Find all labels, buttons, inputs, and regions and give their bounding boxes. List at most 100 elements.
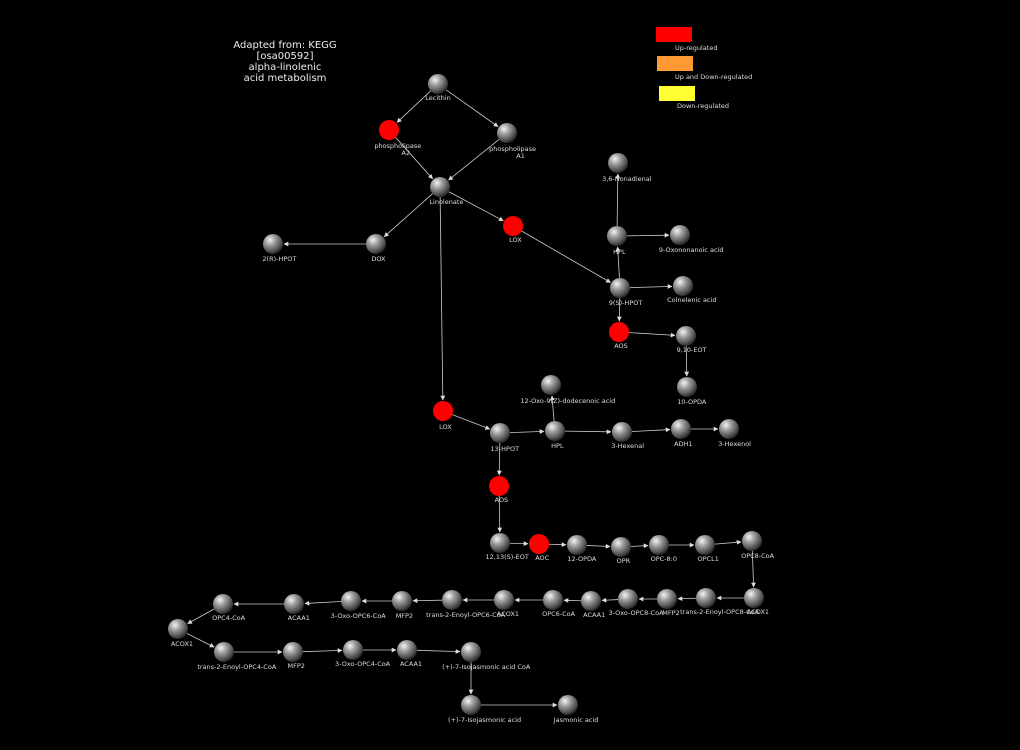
node-lecithin-circle[interactable] xyxy=(428,74,448,94)
node-lox1[interactable]: LOX xyxy=(503,216,523,244)
node-mfp2a-circle[interactable] xyxy=(657,589,677,609)
node-dox[interactable]: DOX xyxy=(366,234,386,263)
node-acaa1a-circle[interactable] xyxy=(581,591,601,611)
node-oxoopc6-circle[interactable] xyxy=(341,591,361,611)
node-oxononanoic[interactable]: 9-Oxononanoic acid xyxy=(659,225,724,254)
node-mfp2c[interactable]: MFP2 xyxy=(283,642,305,670)
node-opda10[interactable]: 10-OPDA xyxy=(677,377,707,406)
node-oxoopc4[interactable]: 3-Oxo-OPC4-CoA xyxy=(335,640,391,668)
node-opc80[interactable]: OPC-8:0 xyxy=(649,535,677,563)
node-aos1[interactable]: AOS xyxy=(609,322,629,350)
node-opc4coa-circle[interactable] xyxy=(213,594,233,614)
node-opda10-circle[interactable] xyxy=(677,377,697,397)
node-hexenol-circle[interactable] xyxy=(719,419,739,439)
node-eot910-circle[interactable] xyxy=(676,326,696,346)
node-opc80-circle[interactable] xyxy=(649,535,669,555)
node-oxoopc8-circle[interactable] xyxy=(618,589,638,609)
node-tropc8-circle[interactable] xyxy=(696,588,716,608)
node-opcl1[interactable]: OPCL1 xyxy=(695,535,719,563)
node-hpl1[interactable]: HPL xyxy=(607,226,627,256)
node-tropc6[interactable]: trans-2-Enoyl-OPC6-CoA xyxy=(426,590,506,619)
node-hpl1-circle[interactable] xyxy=(607,226,627,246)
node-hpot2r[interactable]: 2(R)-HPOT xyxy=(262,234,296,263)
node-jasmonic[interactable]: Jasmonic acid xyxy=(553,695,599,724)
node-oxoopc8[interactable]: 3-Oxo-OPC8-CoA xyxy=(608,589,664,617)
node-hpot9s-circle[interactable] xyxy=(610,278,630,298)
node-oxoopc6[interactable]: 3-Oxo-OPC6-CoA xyxy=(331,591,387,620)
node-hexenol[interactable]: 3-Hexenol xyxy=(718,419,751,448)
node-acox1c[interactable]: ACOX1 xyxy=(168,619,193,648)
node-hpot9s[interactable]: 9(S)-HPOT xyxy=(609,278,643,307)
node-lox1-circle[interactable] xyxy=(503,216,523,236)
node-hexenal-circle[interactable] xyxy=(612,422,632,442)
node-opr[interactable]: OPR xyxy=(611,537,631,565)
node-acaa1c-circle[interactable] xyxy=(397,640,417,660)
node-hpot13-circle[interactable] xyxy=(490,423,510,443)
node-tropc4-circle[interactable] xyxy=(214,642,234,662)
node-acox1b[interactable]: ACOX1 xyxy=(494,590,519,618)
node-aos1-circle[interactable] xyxy=(609,322,629,342)
node-acaa1b-circle[interactable] xyxy=(284,594,304,614)
node-opr-circle[interactable] xyxy=(611,537,631,557)
node-adh1[interactable]: ADH1 xyxy=(671,419,693,448)
node-hpot2r-circle[interactable] xyxy=(263,234,283,254)
node-eot1213-circle[interactable] xyxy=(490,533,510,553)
node-tropc8[interactable]: trans-2-Enoyl-OPC8-CoA xyxy=(680,588,760,616)
node-pla2-circle[interactable] xyxy=(379,120,399,140)
node-isojasmcoa[interactable]: (+)-7-Isojasmonic acid CoA xyxy=(442,642,531,671)
node-colnelenic-circle[interactable] xyxy=(673,276,693,296)
node-lox2[interactable]: LOX xyxy=(433,401,453,431)
node-hexenal[interactable]: 3-Hexenal xyxy=(611,422,644,450)
node-mfp2a[interactable]: MFP2 xyxy=(657,589,680,617)
node-hpl2-circle[interactable] xyxy=(545,421,565,441)
node-isojasm-circle[interactable] xyxy=(461,695,481,715)
node-eot1213[interactable]: 12,13(S)-EOT xyxy=(486,533,529,561)
node-opda12-circle[interactable] xyxy=(567,535,587,555)
node-oxododecenoic[interactable]: 12-Oxo-9(Z)-dodecenoic acid xyxy=(520,375,615,405)
node-aoc-circle[interactable] xyxy=(529,534,549,554)
node-aoc[interactable]: AOC xyxy=(529,534,550,562)
node-lecithin[interactable]: Lecithin xyxy=(425,74,451,102)
node-linolenate-circle[interactable] xyxy=(430,177,450,197)
node-mfp2b[interactable]: MFP2 xyxy=(392,591,413,620)
node-acox1a-circle[interactable] xyxy=(744,588,764,608)
node-nonadienal[interactable]: 3,6-Nonadienal xyxy=(602,153,652,183)
node-isojasmcoa-circle[interactable] xyxy=(461,642,481,662)
node-aos2[interactable]: AOS xyxy=(489,476,509,504)
node-linolenate[interactable]: Linolenate xyxy=(429,177,463,206)
node-acox1c-circle[interactable] xyxy=(168,619,188,639)
node-tropc6-circle[interactable] xyxy=(442,590,462,610)
node-adh1-circle[interactable] xyxy=(671,419,691,439)
node-lox2-circle[interactable] xyxy=(433,401,453,421)
node-mfp2c-circle[interactable] xyxy=(283,642,303,662)
node-opc6coa[interactable]: OPC6-CoA xyxy=(542,590,576,618)
node-hpot13[interactable]: 13-HPOT xyxy=(490,423,519,453)
node-oxododecenoic-circle[interactable] xyxy=(541,375,561,395)
node-opc4coa[interactable]: OPC4-CoA xyxy=(212,594,246,622)
node-acaa1c[interactable]: ACAA1 xyxy=(397,640,422,668)
node-dox-circle[interactable] xyxy=(366,234,386,254)
node-colnelenic[interactable]: Colnelenic acid xyxy=(667,276,716,304)
node-acox1a[interactable]: ACOX1 xyxy=(744,588,769,616)
node-acox1b-circle[interactable] xyxy=(494,590,514,610)
node-acaa1b[interactable]: ACAA1 xyxy=(284,594,310,622)
node-nonadienal-circle[interactable] xyxy=(608,153,628,173)
node-mfp2b-circle[interactable] xyxy=(392,591,412,611)
node-pla1-circle[interactable] xyxy=(497,123,517,143)
node-opc8coa[interactable]: OPC8-CoA xyxy=(741,531,775,560)
node-isojasm[interactable]: (+)-7-Isojasmonic acid xyxy=(448,695,521,724)
node-acaa1a[interactable]: ACAA1 xyxy=(581,591,605,619)
node-oxoopc4-circle[interactable] xyxy=(343,640,363,660)
node-opc6coa-circle[interactable] xyxy=(543,590,563,610)
node-eot910[interactable]: 9,10-EOT xyxy=(676,326,707,354)
node-opcl1-circle[interactable] xyxy=(695,535,715,555)
node-tropc4[interactable]: trans-2-Enoyl-OPC4-CoA xyxy=(197,642,277,671)
node-oxononanoic-circle[interactable] xyxy=(670,225,690,245)
node-aos2-circle[interactable] xyxy=(489,476,509,496)
node-opda12[interactable]: 12-OPDA xyxy=(567,535,597,563)
node-hpl2[interactable]: HPL xyxy=(545,421,565,450)
node-opc8coa-circle[interactable] xyxy=(742,531,762,551)
node-jasmonic-circle[interactable] xyxy=(558,695,578,715)
